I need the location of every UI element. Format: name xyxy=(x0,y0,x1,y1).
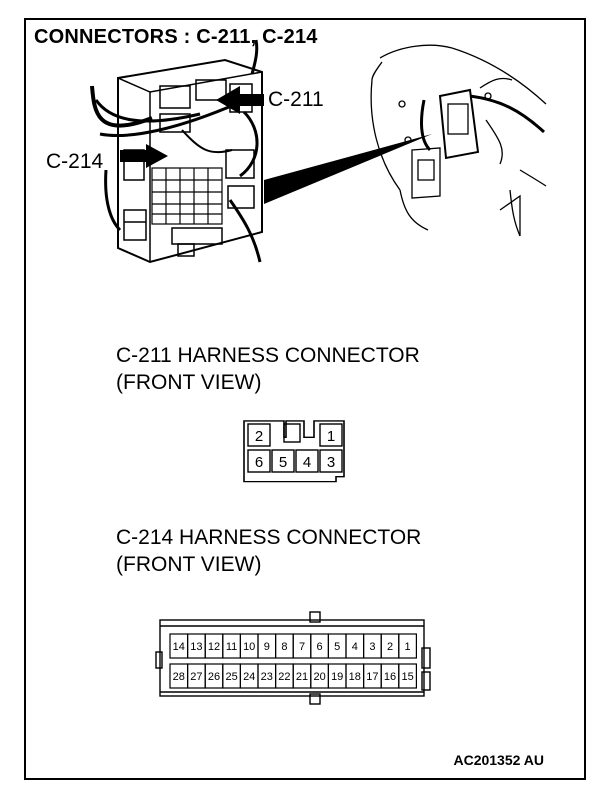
c214-pin-label: 28 xyxy=(173,671,185,683)
c214-pin-label: 19 xyxy=(331,671,343,683)
c214-pin-label: 21 xyxy=(296,671,308,683)
junction-block-illustration xyxy=(90,39,547,264)
c211-callout-label: C-211 xyxy=(268,88,324,111)
c211-heading-line1: C-211 HARNESS CONNECTOR xyxy=(116,344,420,367)
c214-pin-label: 9 xyxy=(264,641,270,653)
page-title: CONNECTORS : C-211, C-214 xyxy=(34,26,318,48)
c214-pin-label: 8 xyxy=(281,641,287,653)
c214-pin-label: 14 xyxy=(173,641,185,653)
c214-pin-label: 11 xyxy=(226,641,237,653)
c211-pin-label: 4 xyxy=(303,454,311,471)
c211-cavity xyxy=(247,423,271,447)
c211-pin-label: 6 xyxy=(255,454,263,471)
c214-heading-line2: (FRONT VIEW) xyxy=(116,553,262,576)
c214-pin-label: 3 xyxy=(369,641,375,653)
c214-pin-label: 23 xyxy=(261,671,273,683)
c214-cavity xyxy=(398,633,418,659)
c214-arrow xyxy=(120,144,168,168)
c214-pin-label: 24 xyxy=(243,671,255,683)
c211-heading-line2: (FRONT VIEW) xyxy=(116,371,262,394)
c211-pin-label: 1 xyxy=(327,428,335,445)
c214-pin-label: 10 xyxy=(243,641,255,653)
location-pointer xyxy=(264,134,432,204)
c214-callout-label: C-214 xyxy=(46,150,104,173)
c214-heading-line1: C-214 HARNESS CONNECTOR xyxy=(116,526,422,549)
c211-cavity xyxy=(247,449,271,473)
c214-cavity xyxy=(398,663,418,689)
c214-heading: C-214 HARNESS CONNECTOR (FRONT VIEW) xyxy=(116,524,421,578)
c214-pin-label: 17 xyxy=(366,671,378,683)
c214-pin-label: 27 xyxy=(190,671,202,683)
c214-pin-label: 22 xyxy=(278,671,290,683)
c214-pin-label: 16 xyxy=(384,671,396,683)
c211-arrow xyxy=(216,86,264,114)
c214-pin-label: 7 xyxy=(299,641,305,653)
c214-pin-label: 1 xyxy=(405,641,411,653)
c214-pin-label: 25 xyxy=(225,671,237,683)
c214-pin-label: 18 xyxy=(349,671,361,683)
c214-pin-label: 26 xyxy=(208,671,220,683)
figure-code: AC201352 AU xyxy=(453,752,544,768)
c211-cavity xyxy=(271,449,295,473)
c211-pin-label: 3 xyxy=(327,454,335,471)
c211-lock-tab xyxy=(283,423,301,443)
c214-pin-label: 13 xyxy=(190,641,202,653)
c214-pin-label: 5 xyxy=(334,641,340,653)
c211-heading: C-211 HARNESS CONNECTOR (FRONT VIEW) xyxy=(116,342,420,396)
c214-pin-label: 6 xyxy=(317,641,323,653)
c211-cavity xyxy=(319,423,343,447)
c214-pin-label: 4 xyxy=(352,641,358,653)
c211-pin-label: 2 xyxy=(255,428,263,445)
c214-pin-label: 2 xyxy=(387,641,393,653)
c214-pin-label: 15 xyxy=(401,671,413,683)
c211-pin-label: 5 xyxy=(279,454,287,471)
c214-pin-label: 20 xyxy=(313,671,325,683)
c211-cavity xyxy=(319,449,343,473)
c214-pin-label: 12 xyxy=(208,641,220,653)
c211-cavity xyxy=(295,449,319,473)
